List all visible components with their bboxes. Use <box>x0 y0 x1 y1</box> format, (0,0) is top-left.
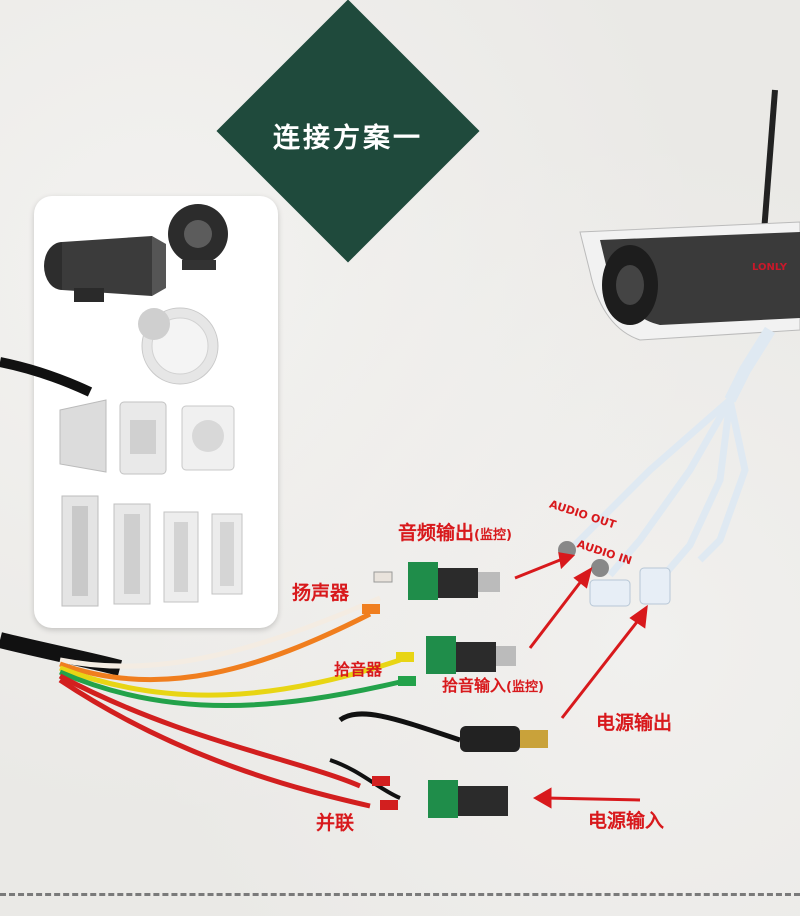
round-horn-icon <box>168 204 228 270</box>
antenna-icon <box>761 89 778 233</box>
cable-left-top <box>0 357 93 397</box>
wall-speakers-icon <box>59 399 235 475</box>
speaker-panel <box>34 196 278 628</box>
rca-connector-audio-out <box>408 562 500 600</box>
label-power-in: 电源输入 <box>588 810 665 832</box>
label-audio-out: 音频输出(监控) <box>398 522 512 544</box>
dc-female-connector <box>428 780 508 818</box>
column-speakers-icon <box>61 495 243 607</box>
camera-brand: LONLY <box>752 262 787 273</box>
label-speaker: 扬声器 <box>292 582 350 604</box>
label-pickup: 拾音器 <box>334 660 383 679</box>
label-parallel: 并联 <box>316 812 355 834</box>
speaker-illustrations <box>44 204 243 607</box>
dc-plug-icon <box>460 726 520 752</box>
page-title: 连接方案一 <box>273 123 423 154</box>
rca-connector-pickup <box>426 636 516 674</box>
horn-speaker-icon <box>44 236 166 302</box>
bottom-divider <box>0 893 800 896</box>
camera-icon <box>579 221 800 341</box>
ceiling-speaker-icon <box>138 307 219 385</box>
label-power-out: 电源输出 <box>596 712 673 734</box>
label-pickup-in: 拾音输入(监控) <box>442 676 544 695</box>
